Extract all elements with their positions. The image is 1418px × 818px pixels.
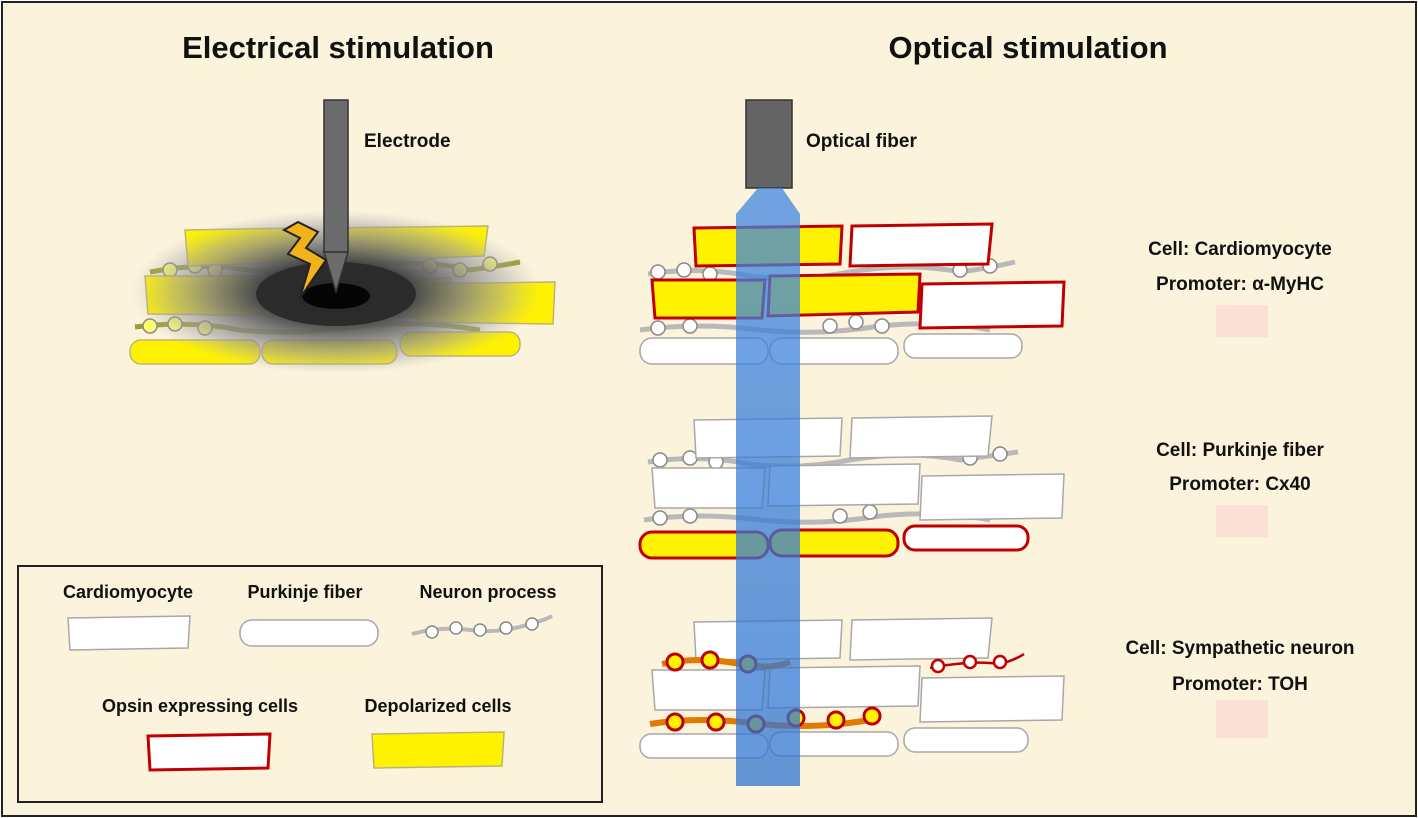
neuron-process-opsin [929, 652, 1025, 674]
legend-label-opsin: Opsin expressing cells [102, 696, 298, 716]
legend-swatch-opsin [146, 732, 272, 772]
legend-swatch-neuron [411, 614, 553, 639]
optical-fiber [745, 99, 793, 189]
cell-label-cardiomyocyte: Cell: Cardiomyocyte [1148, 239, 1332, 260]
electrode [322, 99, 350, 295]
legend-label-cardiomyocyte: Cardiomyocyte [63, 582, 193, 602]
placeholder-swatch [1216, 305, 1268, 337]
condition-label-2: Cell: Purkinje fiber Promoter: Cx40 [1156, 440, 1325, 537]
label-optical-fiber: Optical fiber [806, 131, 917, 152]
condition-label-1: Cell: Cardiomyocyte Promoter: α-MyHC [1148, 239, 1332, 337]
cardiomyocyte-opsin [918, 280, 1066, 330]
promoter-label-amyhc: Promoter: α-MyHC [1156, 274, 1324, 295]
optical-panel-neuron [639, 617, 1065, 759]
legend-label-purkinje: Purkinje fiber [247, 582, 362, 602]
lightning-icon [281, 220, 328, 299]
legend-swatch-cardiomyocyte [67, 615, 191, 651]
light-beam [736, 188, 800, 786]
legend-label-depolarized: Depolarized cells [364, 696, 511, 716]
legend-swatch-purkinje [239, 619, 379, 647]
electrical-tissue [129, 210, 556, 374]
legend: Cardiomyocyte Purkinje fiber Neuron proc… [17, 565, 603, 803]
placeholder-swatch [1216, 700, 1268, 738]
legend-box [17, 565, 603, 803]
cell-label-sympathetic-neuron: Cell: Sympathetic neuron [1125, 638, 1354, 659]
cell-label-purkinje: Cell: Purkinje fiber [1156, 440, 1324, 461]
promoter-label-toh: Promoter: TOH [1172, 674, 1308, 695]
purkinje-opsin [902, 524, 1030, 552]
cardiomyocyte-opsin [848, 222, 994, 268]
title-electrical-stimulation: Electrical stimulation [182, 30, 494, 65]
condition-label-3: Cell: Sympathetic neuron Promoter: TOH [1125, 638, 1355, 738]
legend-swatch-depolarized [371, 731, 505, 769]
placeholder-swatch [1216, 505, 1268, 537]
promoter-label-cx40: Promoter: Cx40 [1169, 474, 1311, 495]
title-optical-stimulation: Optical stimulation [888, 30, 1167, 65]
legend-label-neuron: Neuron process [419, 582, 556, 602]
label-electrode: Electrode [364, 131, 451, 152]
